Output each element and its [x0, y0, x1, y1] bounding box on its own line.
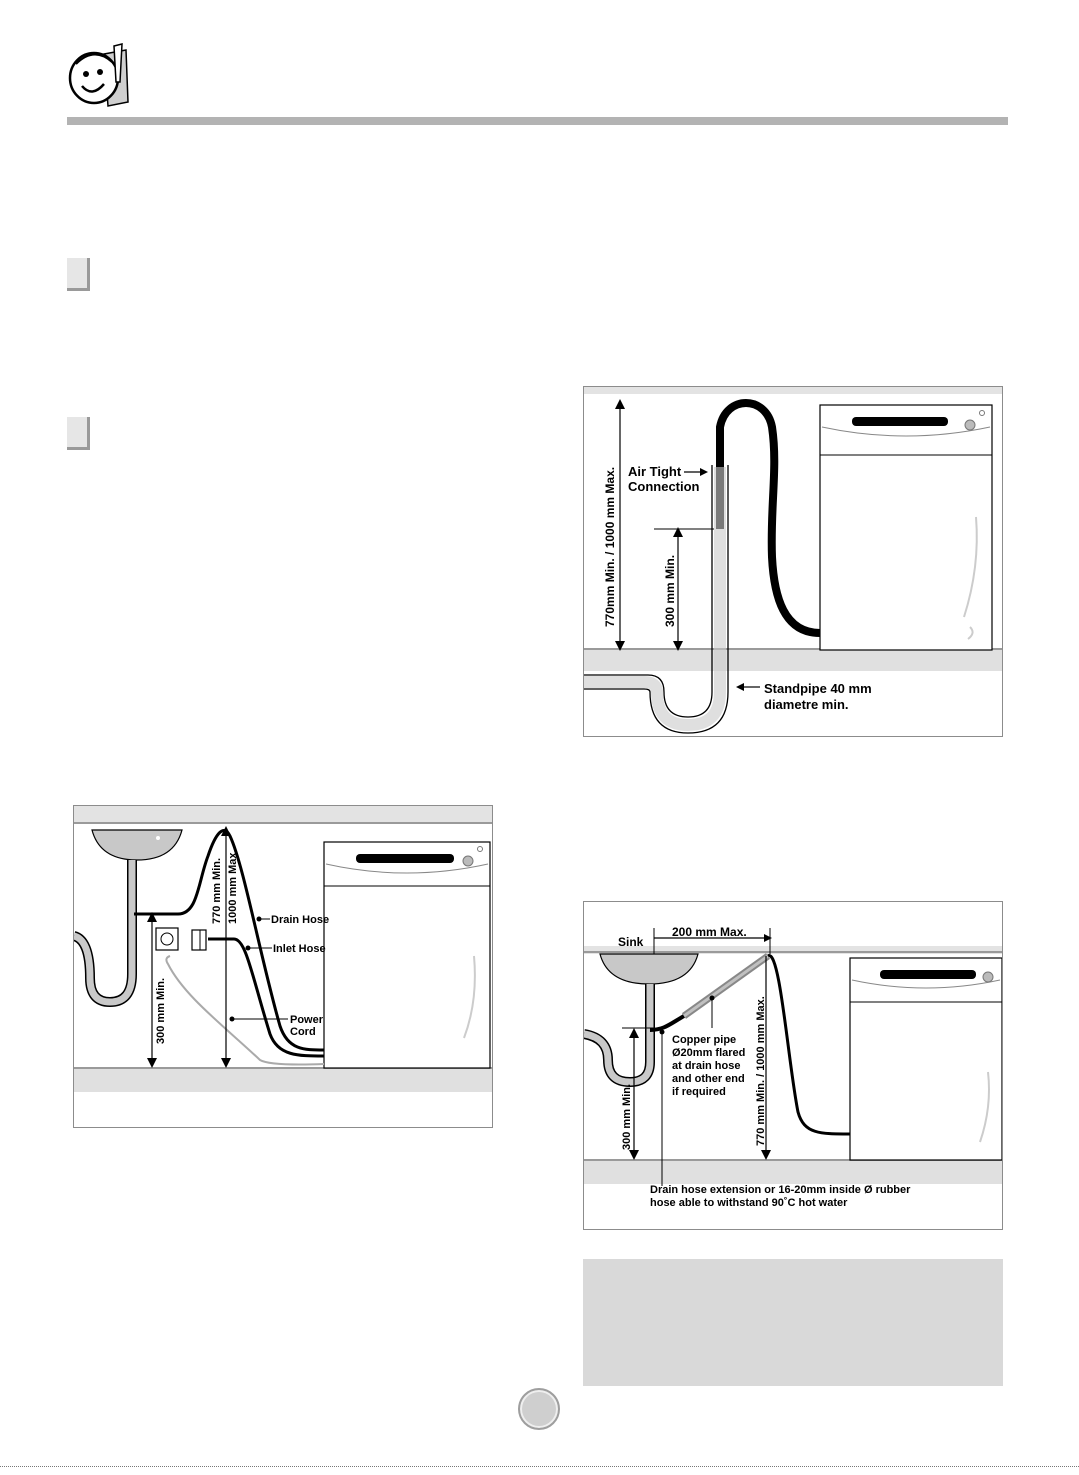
- extension-label-2: hose able to withstand 90˚C hot water: [650, 1197, 848, 1209]
- standpipe-label-2: diametre min.: [764, 697, 849, 712]
- note-box: [583, 1259, 1003, 1386]
- power-cord-label-2: Cord: [290, 1026, 316, 1038]
- step-marker-1: [67, 258, 90, 291]
- figure-standpipe: 770mm Min. / 1000 mm Max. Air Tight Conn…: [583, 386, 1003, 737]
- copper-label-3: at drain hose: [672, 1060, 740, 1072]
- air-tight-label-1: Air Tight: [628, 464, 682, 479]
- drain-height-label-1: 770 mm Min.: [211, 858, 223, 924]
- air-tight-label-2: Connection: [628, 479, 700, 494]
- extension-label-1: Drain hose extension or 16-20mm inside Ø…: [650, 1184, 911, 1196]
- figure-drain-extension: Sink 200 mm Max. Copper pipe Ø20mm flare…: [583, 901, 1003, 1230]
- standpipe: [584, 465, 729, 734]
- page-footer-rule: [0, 1466, 1079, 1467]
- copper-label-1: Copper pipe: [672, 1034, 736, 1046]
- min-label: 300 mm Min.: [621, 1084, 633, 1150]
- mascot-logo: [64, 42, 136, 110]
- standpipe-label-1: Standpipe 40 mm: [764, 681, 872, 696]
- power-outlet-icon: [155, 927, 179, 951]
- min-label: 300 mm Min.: [155, 978, 167, 1044]
- header-rule: [67, 117, 1008, 125]
- copper-label-5: if required: [672, 1086, 726, 1098]
- drain-height-label-2: 1000 mm Max.: [227, 849, 239, 924]
- inlet-hose-label: Inlet Hose: [273, 943, 326, 955]
- drain-hose-label: Drain Hose: [271, 914, 329, 926]
- dishwasher: [819, 404, 993, 651]
- copper-label-2: Ø20mm flared: [672, 1047, 745, 1059]
- sink: [584, 953, 699, 1088]
- height-label: 770mm Min. / 1000 mm Max.: [603, 467, 617, 627]
- figure-sink-connection: 770 mm Min. 1000 mm Max. Drain Hose Inle…: [73, 805, 493, 1128]
- sink: [74, 829, 183, 1008]
- sink-label: Sink: [618, 935, 644, 949]
- copper-label-4: and other end: [672, 1073, 745, 1085]
- dishwasher: [849, 957, 1002, 1161]
- step-marker-2: [67, 417, 90, 450]
- page-number-dot: [518, 1388, 560, 1430]
- power-cord-label-1: Power: [290, 1014, 324, 1026]
- dishwasher: [323, 841, 491, 1069]
- height-label: 770 mm Min. / 1000 mm Max.: [755, 996, 767, 1146]
- min-label: 300 mm Min.: [663, 555, 677, 627]
- width-label: 200 mm Max.: [672, 925, 747, 939]
